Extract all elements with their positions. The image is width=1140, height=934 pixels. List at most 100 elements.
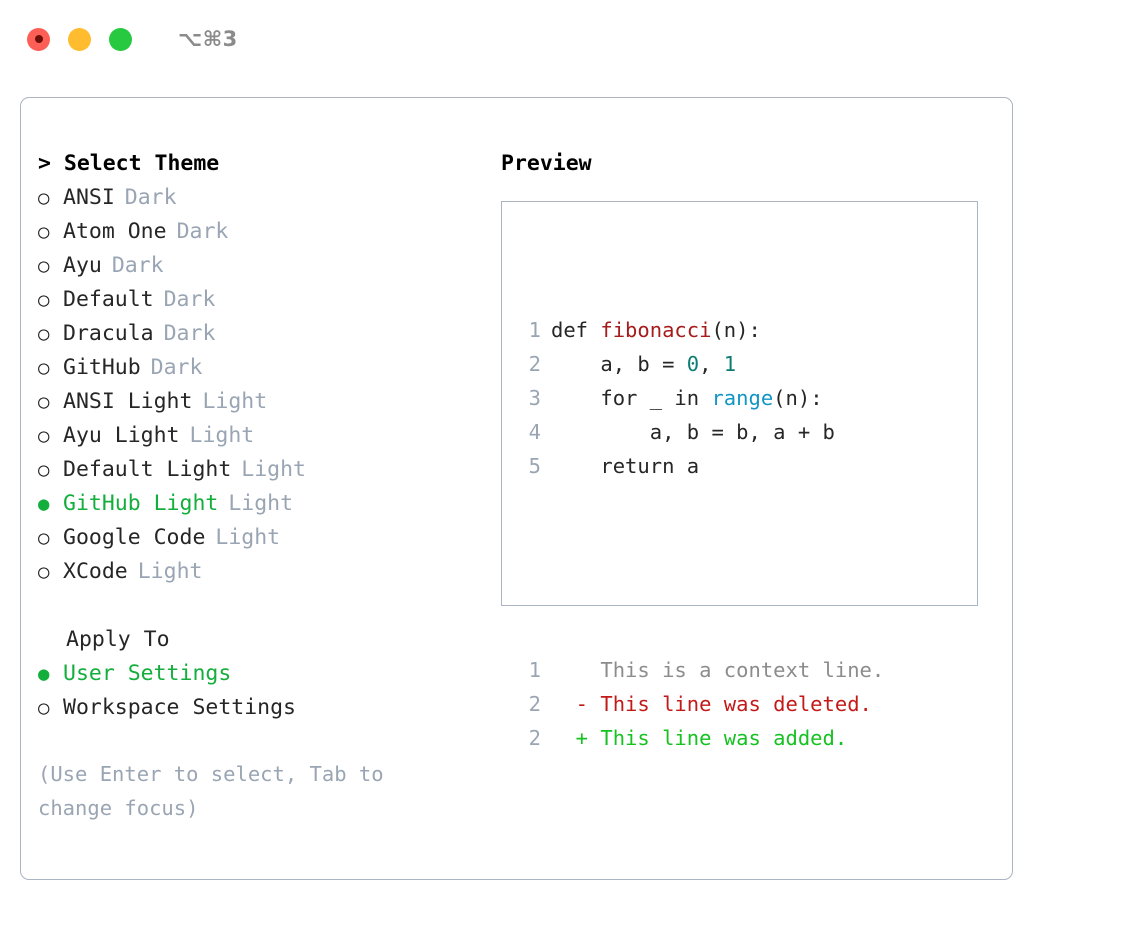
code-token: range: [711, 386, 774, 410]
radio-unselected-icon: ○: [38, 459, 50, 481]
code-token: for _ in: [551, 386, 712, 410]
radio-unselected-icon: ○: [38, 527, 50, 549]
apply-to-option-label: User Settings: [63, 661, 232, 686]
code-token: 0: [686, 352, 700, 376]
line-number: 4: [528, 420, 541, 444]
theme-option-variant: Dark: [124, 185, 177, 210]
radio-unselected-icon: ○: [38, 323, 50, 345]
radio-unselected-icon: ○: [38, 425, 50, 447]
theme-option-label: ANSI: [63, 185, 115, 210]
theme-option-variant: Light: [228, 491, 294, 516]
theme-option[interactable]: ○ Ayu Light Light: [38, 419, 488, 453]
diff-line: 1 This is a context line.: [519, 653, 885, 687]
preview-title: Preview: [501, 151, 592, 176]
theme-option-variant: Dark: [111, 253, 164, 278]
theme-option[interactable]: ○ ANSI Dark: [38, 181, 488, 215]
radio-unselected-icon: ○: [38, 561, 50, 583]
close-button[interactable]: [27, 27, 50, 51]
theme-option-variant: Light: [137, 559, 203, 584]
radio-unselected-icon: ○: [38, 187, 50, 209]
theme-option-variant: Light: [241, 457, 307, 482]
title-bar: ⌥⌘3: [0, 0, 1140, 78]
radio-selected-icon: ●: [38, 493, 50, 515]
theme-option-label: Dracula: [63, 321, 154, 346]
line-number: 5: [528, 454, 541, 478]
theme-option-variant: Dark: [163, 321, 216, 346]
code-diff-separator: [519, 551, 884, 585]
apply-to-option-label: Workspace Settings: [63, 695, 296, 720]
keyboard-hint: (Use Enter to select, Tab to change focu…: [38, 762, 384, 820]
code-token: def: [551, 318, 601, 342]
theme-option-label: Default Light: [63, 457, 232, 482]
code-line: 2 a, b = 0, 1: [519, 347, 884, 381]
list-spacer: [38, 589, 488, 623]
theme-option-label: Ayu: [63, 253, 102, 278]
window-controls: [27, 27, 132, 51]
code-token: a, b =: [551, 352, 687, 376]
radio-unselected-icon: ○: [38, 221, 50, 243]
line-number: 2: [528, 352, 541, 376]
apply-to-option[interactable]: ○ Workspace Settings: [38, 691, 488, 725]
theme-option[interactable]: ○ XCode Light: [38, 555, 488, 589]
code-line: 3 for _ in range(n):: [519, 381, 884, 415]
apply-to-option[interactable]: ● User Settings: [38, 657, 488, 691]
code-token: 1: [723, 352, 737, 376]
theme-option[interactable]: ○ Default Light Light: [38, 453, 488, 487]
minimize-button[interactable]: [68, 27, 91, 51]
theme-option-variant: Dark: [176, 219, 229, 244]
keyboard-shortcut-label: ⌥⌘3: [178, 27, 238, 51]
radio-unselected-icon: ○: [38, 357, 50, 379]
line-number: 3: [528, 386, 541, 410]
theme-option[interactable]: ○ Dracula Dark: [38, 317, 488, 351]
theme-option[interactable]: ○ Google Code Light: [38, 521, 488, 555]
theme-option-variant: Light: [189, 423, 255, 448]
radio-unselected-icon: ○: [38, 697, 50, 719]
diff-line-text: This is a context line.: [551, 658, 885, 682]
diff-line-text: - This line was deleted.: [551, 692, 872, 716]
theme-option-variant: Light: [215, 525, 281, 550]
code-line: 5 return a: [519, 449, 884, 483]
theme-option[interactable]: ○ Ayu Dark: [38, 249, 488, 283]
code-token: ,: [699, 352, 724, 376]
theme-option-label: Atom One: [63, 219, 167, 244]
theme-option[interactable]: ○ Atom One Dark: [38, 215, 488, 249]
line-number: 1: [528, 318, 541, 342]
code-token: fibonacci: [600, 318, 712, 342]
code-line: 1 def fibonacci(n):: [519, 313, 884, 347]
theme-option-label: XCode: [63, 559, 128, 584]
diff-block: 1 This is a context line.2 - This line w…: [519, 653, 885, 755]
maximize-button[interactable]: [109, 27, 132, 51]
code-token: (n):: [773, 386, 823, 410]
apply-to-label: Apply To: [66, 627, 170, 652]
theme-picker-header: > Select Theme: [38, 151, 220, 176]
theme-option[interactable]: ○ GitHub Dark: [38, 351, 488, 385]
diff-line: 2 - This line was deleted.: [519, 687, 884, 721]
diff-line-text: + This line was added.: [551, 726, 848, 750]
theme-option[interactable]: ● GitHub Light Light: [38, 487, 488, 521]
theme-option-label: Default: [63, 287, 154, 312]
diff-line: 2 + This line was added.: [519, 721, 884, 755]
theme-option-label: Ayu Light: [63, 423, 180, 448]
code-token: (n):: [711, 318, 761, 342]
theme-option-variant: Dark: [150, 355, 203, 380]
theme-option-label: GitHub Light: [63, 491, 219, 516]
theme-option-variant: Light: [202, 389, 268, 414]
code-token: return a: [551, 454, 700, 478]
radio-unselected-icon: ○: [38, 255, 50, 277]
apply-to-list: ● User Settings ○ Workspace Settings: [38, 657, 488, 725]
line-number: 2: [528, 726, 541, 750]
code-token: a, b = b, a + b: [551, 420, 835, 444]
radio-unselected-icon: ○: [38, 289, 50, 311]
theme-option-label: GitHub: [63, 355, 141, 380]
radio-selected-icon: ●: [38, 663, 50, 685]
theme-option-label: Google Code: [63, 525, 206, 550]
